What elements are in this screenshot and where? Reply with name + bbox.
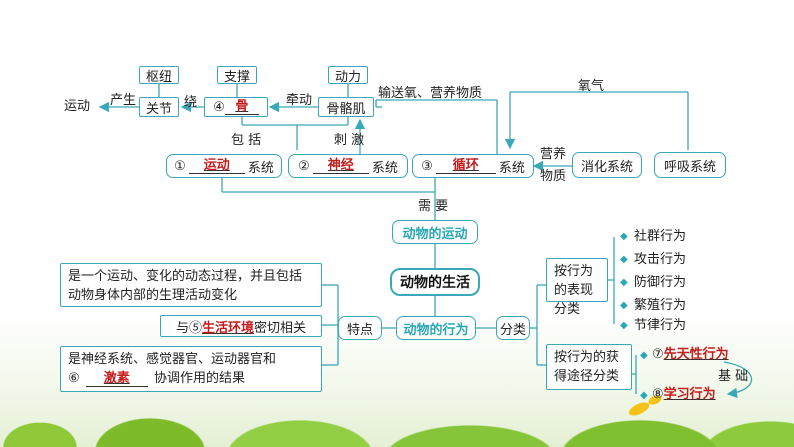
system3-answer-blank: 循环: [436, 158, 496, 174]
label-pull: 牵动: [286, 94, 312, 108]
node-respiratory-system: 呼吸系统: [654, 152, 726, 178]
trait2-answer: 生活环境: [202, 317, 254, 336]
system2-suffix: 系统: [372, 157, 398, 176]
trait-coordination: 是神经系统、感觉器官、运动器官和 ⑥ 激素 协调作用的结果: [60, 346, 322, 392]
acquisition-learned: ⑧学习行为: [652, 388, 716, 402]
bullet-icon: ◆: [620, 277, 628, 288]
node-digestive-system: 消化系统: [572, 152, 642, 178]
behavior-social: 社群行为: [634, 230, 686, 244]
bullet-icon: ◆: [640, 350, 648, 361]
node-animal-behavior: 动物的行为: [396, 316, 476, 340]
bullet-icon: ◆: [620, 231, 628, 242]
label-around: 绕: [184, 96, 197, 110]
trait3-answer: 激素: [104, 371, 130, 386]
system1-answer: 运动: [204, 158, 230, 173]
acquisition-innate: ⑦先天性行为: [652, 348, 729, 362]
node-bone: ④ 骨: [204, 97, 268, 117]
trait2-prefix: 与⑤: [176, 317, 202, 336]
system2-number: ②: [298, 159, 310, 174]
behavior-defense: 防御行为: [634, 276, 686, 290]
system1-number: ①: [174, 159, 186, 174]
system1-answer-blank: 运动: [189, 158, 245, 174]
bullet-icon: ◆: [620, 320, 628, 331]
label-stimulate: 刺 激: [334, 134, 364, 148]
node-classification: 分类: [496, 316, 530, 340]
trait-environment: 与⑤ 生活环境 密切相关: [160, 315, 322, 337]
acq1-number: ⑦: [652, 347, 664, 362]
node-movement: 运动: [64, 100, 90, 114]
node-hub: 枢纽: [139, 66, 179, 84]
acq2-answer: 学习行为: [664, 387, 716, 402]
label-nutrients: 营养: [540, 148, 566, 162]
trait-dynamic-process: 是一个运动、变化的动态过程，并且包括动物身体内部的生理活动变化: [60, 263, 322, 307]
acq2-number: ⑧: [652, 387, 664, 402]
trait3-suffix: 协调作用的结果: [154, 371, 245, 386]
classify-by-expression: 按行为的表现分类: [546, 258, 608, 302]
bullet-icon: ◆: [640, 390, 648, 401]
label-need: 需 要: [418, 200, 448, 214]
system2-answer-blank: 神经: [313, 158, 369, 174]
bullet-icon: ◆: [620, 254, 628, 265]
acq1-answer: 先天性行为: [664, 347, 729, 362]
node-characteristics: 特点: [338, 316, 382, 340]
node-animal-life: 动物的生活: [390, 268, 480, 296]
label-substance: 物质: [540, 170, 566, 184]
trait3-answer-blank: 激素: [86, 371, 148, 387]
bone-number: ④: [213, 100, 225, 115]
behavior-rhythm: 节律行为: [634, 319, 686, 333]
system3-answer: 循环: [453, 158, 479, 173]
node-power: 动力: [328, 66, 368, 84]
bone-answer: 骨: [235, 99, 248, 114]
bullet-icon: ◆: [620, 300, 628, 311]
node-skeletal-muscle: 骨骼肌: [318, 97, 374, 117]
system1-suffix: 系统: [248, 157, 274, 176]
label-produce: 产生: [110, 94, 136, 108]
label-include: 包 括: [231, 134, 261, 148]
node-joint: 关节: [139, 97, 179, 117]
label-basis: 基 础: [718, 370, 748, 384]
system2-answer: 神经: [328, 158, 354, 173]
bone-answer-blank: 骨: [225, 99, 259, 115]
node-nervous-system: ② 神经 系统: [288, 154, 408, 178]
trait2-suffix: 密切相关: [254, 317, 306, 336]
system3-suffix: 系统: [499, 157, 525, 176]
behavior-reproduction: 繁殖行为: [634, 299, 686, 313]
trait3-number: ⑥: [68, 371, 80, 386]
behavior-attack: 攻击行为: [634, 253, 686, 267]
system3-number: ③: [421, 159, 433, 174]
node-oxygen: 氧气: [578, 80, 604, 94]
node-support: 支撑: [217, 66, 257, 84]
node-circulatory-system: ③ 循环 系统: [412, 154, 534, 178]
node-animal-movement: 动物的运动: [392, 220, 478, 244]
trait3-line1: 是神经系统、感觉器官、运动器官和: [68, 350, 314, 369]
classify-by-acquisition: 按行为的获得途径分类: [546, 344, 632, 390]
node-motor-system: ① 运动 系统: [166, 154, 282, 178]
label-transport: 输送氧、营养物质: [378, 87, 482, 101]
